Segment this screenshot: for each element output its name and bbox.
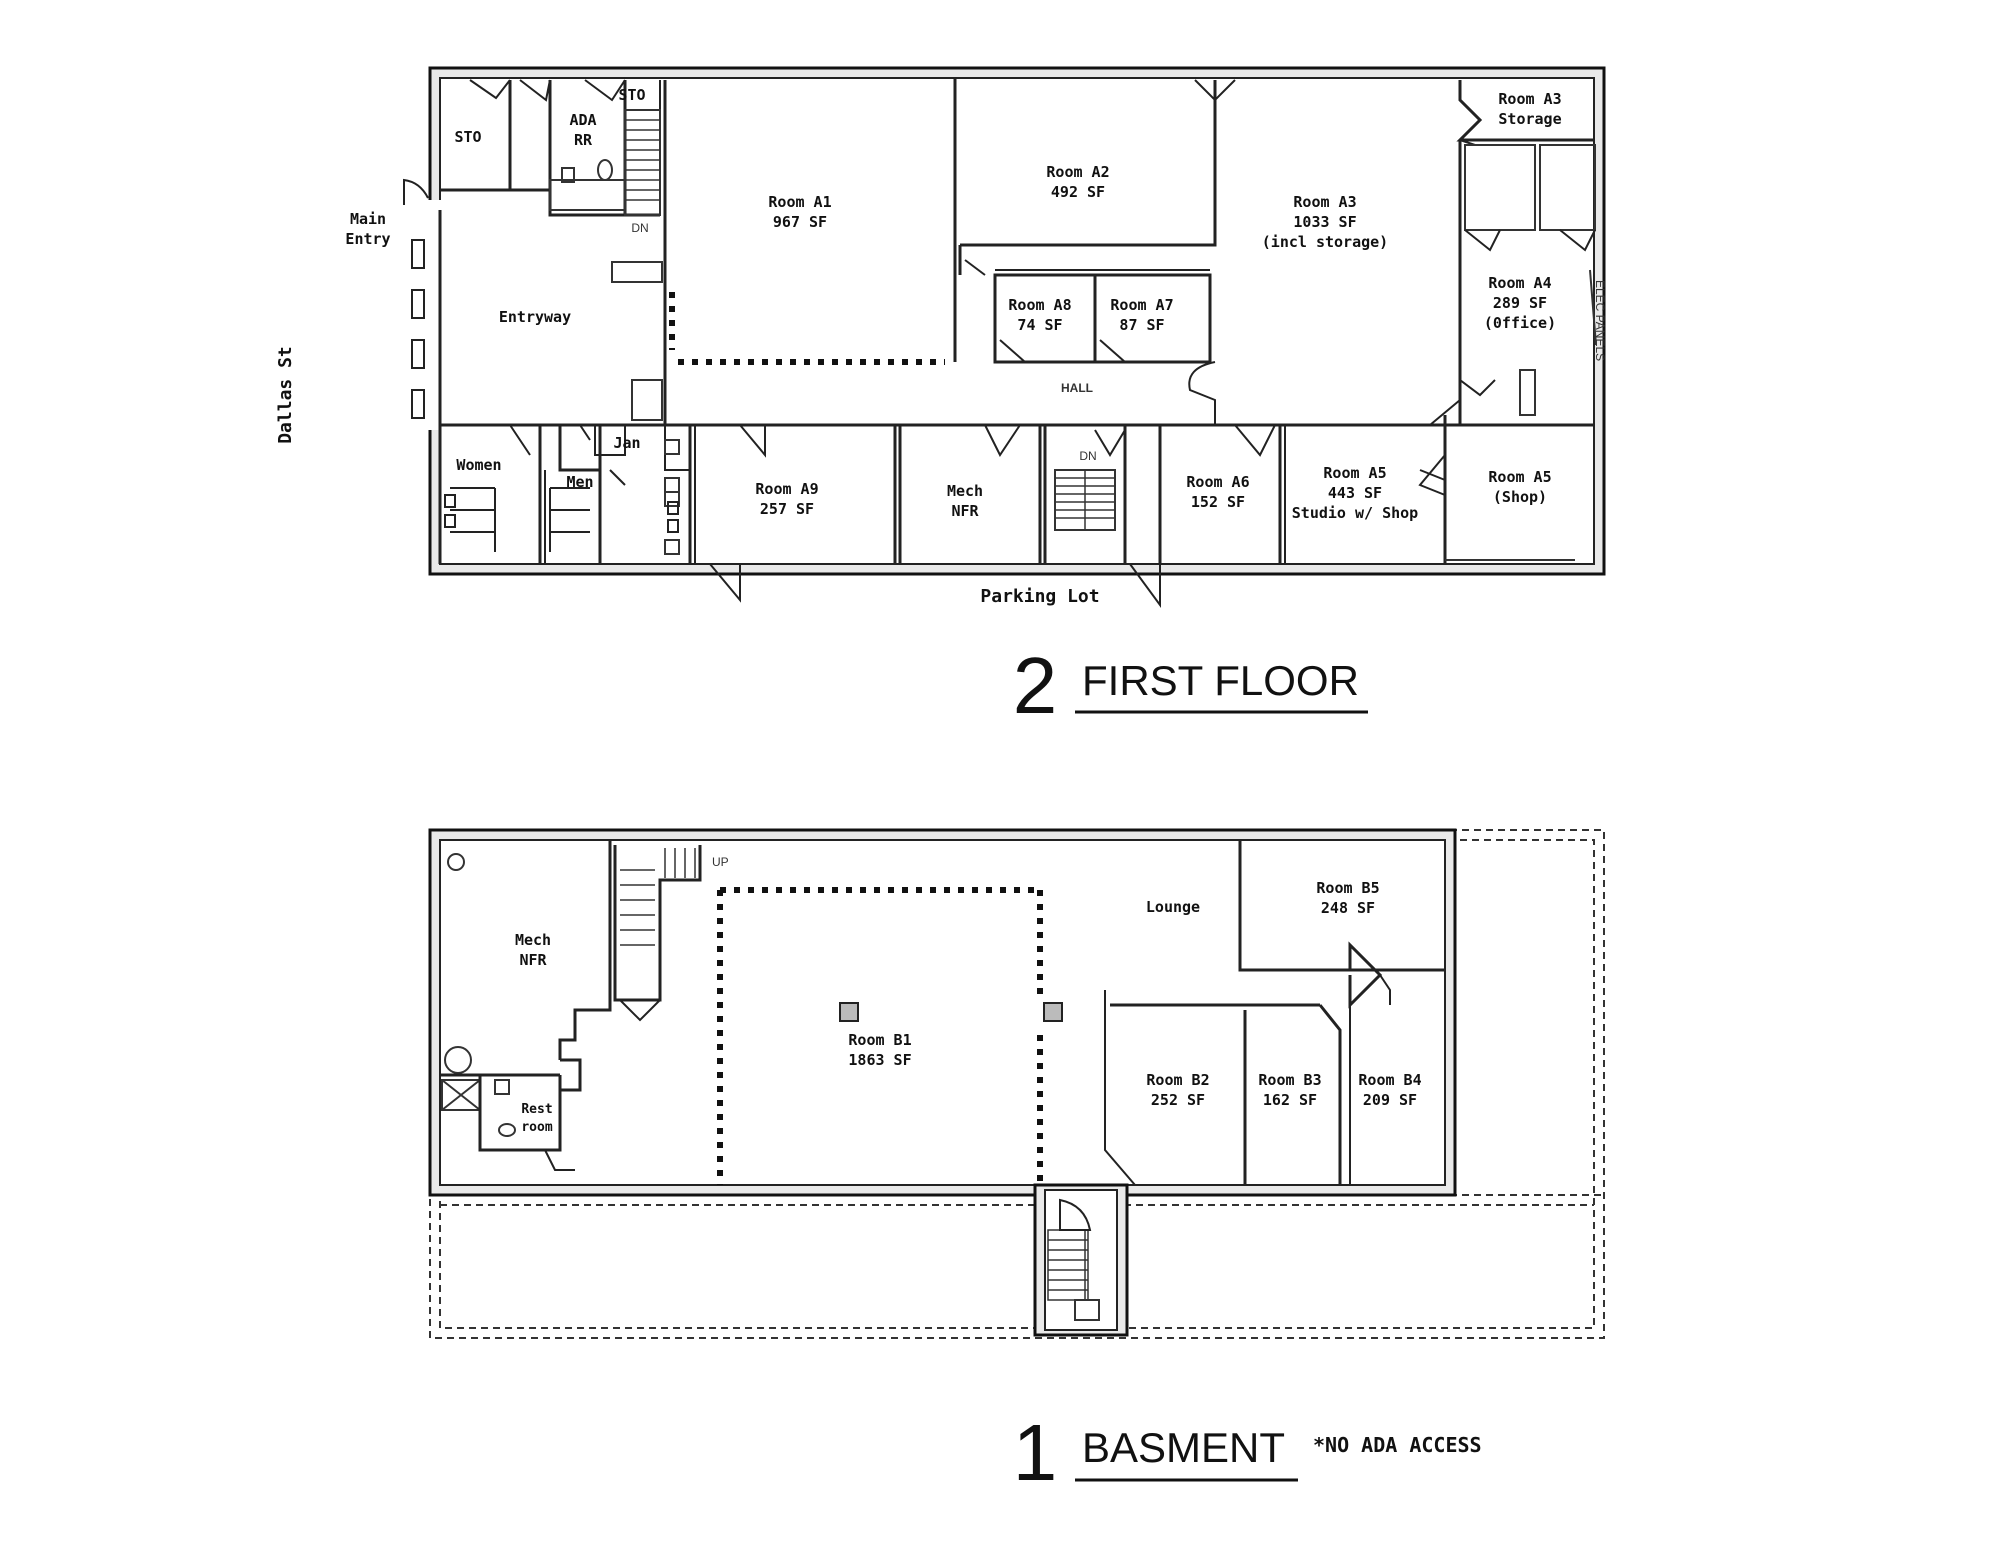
room-a7-area: 87 SF: [1119, 316, 1164, 334]
elec-panels-label: ELEC PANELS: [1593, 280, 1607, 361]
room-a4-note: (0ffice): [1484, 314, 1556, 332]
basement-mech-note: NFR: [519, 951, 547, 969]
men-label: Men: [566, 473, 593, 491]
up-label: UP: [712, 855, 729, 869]
room-b1-area: 1863 SF: [848, 1051, 911, 1069]
room-a5-shop-name: Room A5: [1488, 468, 1551, 486]
room-b4-area: 209 SF: [1363, 1091, 1417, 1109]
room-a2-area: 492 SF: [1051, 183, 1105, 201]
room-a3-storage-name: Room A3: [1498, 90, 1561, 108]
first-floor-labels: Dallas St Main Entry STO STO ADA RR Entr…: [275, 86, 1562, 607]
sto-top-label: STO: [618, 86, 645, 104]
parking-lot-label: Parking Lot: [980, 586, 1099, 607]
first-floor-stair-west: [624, 109, 661, 216]
basement-stair-up: [613, 845, 702, 1022]
basement-title-text: BASMENT: [1082, 1424, 1285, 1471]
room-a5-studio-note: Studio w/ Shop: [1292, 504, 1418, 522]
mech-nfr-1-name: Mech: [947, 482, 983, 500]
room-b5-area: 248 SF: [1321, 899, 1375, 917]
room-a8-name: Room A8: [1008, 296, 1071, 314]
room-a7-name: Room A7: [1110, 296, 1173, 314]
basement-labels: Mech NFR Rest room Room B1 1863 SF Loung…: [515, 879, 1422, 1135]
room-b3-name: Room B3: [1258, 1071, 1321, 1089]
room-a2-name: Room A2: [1046, 163, 1109, 181]
women-label: Women: [456, 456, 501, 474]
dn-label-west: DN: [631, 221, 648, 235]
first-floor-number: 2: [1013, 641, 1058, 730]
entryway-label: Entryway: [499, 308, 571, 326]
restroom-label-2: room: [521, 1120, 552, 1135]
room-a5-studio-area: 443 SF: [1328, 484, 1382, 502]
room-a3-name: Room A3: [1293, 193, 1356, 211]
room-a3-storage-note: Storage: [1498, 110, 1561, 128]
room-a6-area: 152 SF: [1191, 493, 1245, 511]
first-floor-stair-south: [1043, 425, 1161, 609]
room-b3-area: 162 SF: [1263, 1091, 1317, 1109]
sto-left-label: STO: [454, 128, 481, 146]
room-b2-name: Room B2: [1146, 1071, 1209, 1089]
restroom-label-1: Rest: [521, 1102, 552, 1117]
street-label: Dallas St: [275, 346, 296, 444]
main-entry-door[interactable]: [403, 178, 429, 205]
room-a1-area: 967 SF: [773, 213, 827, 231]
room-a1-name: Room A1: [768, 193, 831, 211]
lounge-label: Lounge: [1146, 898, 1200, 916]
no-ada-access-note: *NO ADA ACCESS: [1313, 1433, 1482, 1457]
room-a8-area: 74 SF: [1017, 316, 1062, 334]
first-floor-plan: DN ELEC PANELS: [403, 66, 1607, 609]
room-a9-name: Room A9: [755, 480, 818, 498]
ada-rr-label-1: ADA: [569, 111, 596, 129]
room-b4-name: Room B4: [1358, 1071, 1421, 1089]
room-a5-studio-name: Room A5: [1323, 464, 1386, 482]
basement-title: 1 BASMENT *NO ADA ACCESS: [1013, 1408, 1482, 1497]
room-a5-shop-note: (Shop): [1493, 488, 1547, 506]
basement-plan: UP: [428, 828, 1605, 1339]
room-b5-name: Room B5: [1316, 879, 1379, 897]
room-a3-area: 1033 SF: [1293, 213, 1356, 231]
room-a4-name: Room A4: [1488, 274, 1551, 292]
dn-label-south: DN: [1079, 449, 1096, 463]
room-b2-area: 252 SF: [1151, 1091, 1205, 1109]
first-floor-title-text: FIRST FLOOR: [1082, 657, 1359, 704]
hall-label: HALL: [1061, 381, 1093, 395]
room-a9-area: 257 SF: [760, 500, 814, 518]
mech-nfr-1-note: NFR: [951, 502, 979, 520]
room-b1-name: Room B1: [848, 1031, 911, 1049]
first-floor-title: 2 FIRST FLOOR: [1013, 641, 1368, 730]
first-floor-interior: [439, 77, 1595, 565]
main-entry-label-2: Entry: [345, 230, 390, 248]
room-a6-name: Room A6: [1186, 473, 1249, 491]
basement-number: 1: [1013, 1408, 1058, 1497]
room-a4-area: 289 SF: [1493, 294, 1547, 312]
room-a3-note: (incl storage): [1262, 233, 1388, 251]
main-entry-label-1: Main: [350, 210, 386, 228]
jan-label: Jan: [613, 434, 640, 452]
basement-mech-name: Mech: [515, 931, 551, 949]
ada-rr-label-2: RR: [574, 131, 593, 149]
